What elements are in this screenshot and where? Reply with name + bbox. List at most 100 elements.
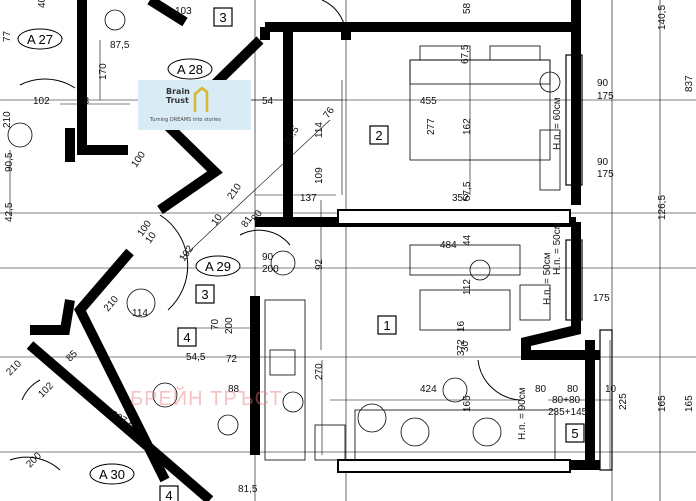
room-box-3b (195, 284, 215, 304)
dimension-label: 88 (228, 384, 240, 395)
dimension-label: 42,5 (4, 202, 15, 222)
hatched-wall (337, 209, 571, 473)
dimension-label: 210 (225, 181, 244, 201)
dimension-label: 210 (102, 294, 121, 314)
dimension-label: 48 (78, 96, 90, 107)
logo-brand-line1: Brain (166, 87, 190, 96)
dimension-label: 210 (2, 111, 13, 128)
windows (565, 54, 613, 471)
logo-brand-line2: Trust (166, 96, 189, 105)
furniture (7, 9, 561, 461)
dimension-label: 70 (210, 318, 221, 330)
dimension-label: 352 (452, 193, 469, 204)
dimension-label: 85 (64, 348, 80, 364)
dimension-label: 10 (209, 212, 225, 228)
room-number-3b: 3 (201, 287, 208, 302)
dimension-label: 92 (314, 258, 325, 270)
dimension-label: 114 (132, 308, 148, 319)
room-numbers: 3 2 3 1 4 5 4 (159, 7, 585, 501)
room-box-1 (377, 315, 397, 335)
brain-trust-logo: Brain Trust Turning DREAMS into stories (138, 80, 251, 130)
dimension-label: 175 (597, 169, 614, 180)
apartment-oval-a29 (195, 255, 241, 277)
dimension-label: 210 (4, 358, 24, 378)
apartment-label-a30: A 30 (99, 467, 125, 482)
dimension-label: 80 (535, 384, 547, 395)
dimension-label: 54,5 (186, 352, 206, 363)
room-number-1: 1 (383, 318, 390, 333)
dimension-label: 484 (440, 240, 457, 251)
dimension-label: 30 (460, 340, 471, 352)
dimension-label: 424 (420, 384, 437, 395)
dimension-label: 175 (593, 293, 610, 304)
apartment-label-a28: A 28 (177, 62, 203, 77)
dimension-label: 455 (420, 96, 437, 107)
dimension-label: 235+145 (548, 407, 588, 418)
room-number-4b: 4 (165, 488, 172, 501)
room-box-5 (565, 423, 585, 443)
note-1: Н.п. = 60см (552, 97, 563, 150)
dimension-label: 372 (456, 339, 467, 356)
dimension-label: 137 (300, 193, 317, 204)
note-4: Н.п. = 90см (517, 387, 528, 440)
dimension-label: 109 (314, 167, 325, 184)
dimension-label: 102 (177, 243, 196, 263)
room-box-4a (177, 327, 197, 347)
dimension-label: 77 (2, 30, 13, 42)
dimension-label: 81,5 (238, 484, 258, 495)
apartment-label-a29: A 29 (205, 259, 231, 274)
dimension-label: 170 (98, 63, 109, 80)
dimension-label: 76 (321, 105, 337, 121)
room-number-5: 5 (571, 426, 578, 441)
room-number-3a: 3 (219, 10, 226, 25)
dimension-label: 67,5 (460, 44, 471, 64)
dimension-label: 200 (224, 317, 235, 334)
dimension-label: 200 (24, 450, 44, 470)
apartment-oval-a27 (17, 28, 63, 50)
room-box-2 (369, 125, 389, 145)
dimension-label: 114 (314, 122, 325, 138)
dimension-label: 837 (684, 75, 695, 92)
dimension-label: 58 (462, 2, 473, 14)
dimension-label: 165 (462, 395, 473, 412)
dimension-label: 165 (684, 395, 695, 412)
dimension-label: 225 (618, 393, 629, 410)
dimension-label: 54 (262, 96, 274, 107)
logo-brand: Brain Trust (166, 87, 196, 105)
dimension-label: 100 (129, 149, 148, 169)
dimension-label: 200 (262, 264, 279, 275)
dimension-label: 44 (462, 234, 473, 246)
room-box-4b (159, 485, 179, 501)
dimension-label: 270 (314, 363, 325, 380)
dimension-label: 103 (175, 6, 192, 17)
dimension-label: 16 (456, 320, 467, 332)
dimension-label: 80+80 (552, 395, 581, 406)
dimension-label: 102 (36, 380, 56, 400)
dimension-label: 72 (226, 354, 238, 365)
door-swings (9, 0, 523, 471)
room-box-3a (213, 7, 233, 27)
dimension-label: 277 (426, 118, 437, 135)
apartment-oval-a30 (89, 463, 135, 485)
dimension-label: 90 (597, 78, 609, 89)
note-3: Н.п. = 50см (542, 252, 553, 305)
dimension-label: 102 (33, 96, 50, 107)
dimension-label: 162 (462, 118, 473, 135)
dimension-label: 80 (567, 384, 579, 395)
dimension-label: 402 (37, 0, 48, 8)
dimension-label: 112 (462, 279, 473, 295)
apartment-labels: A 27 A 28 A 29 A 30 (17, 28, 241, 485)
dimension-label: 90 (262, 252, 274, 263)
apartment-label-a27: A 27 (27, 32, 53, 47)
logo-tagline: Turning DREAMS into stories (150, 117, 221, 123)
note-2: Н.п. = 50см (552, 222, 563, 275)
dimension-label: 10 (605, 384, 617, 395)
logo-house-icon (193, 86, 209, 112)
installation-notes: Н.п. = 60см Н.п. = 50см Н.п. = 50см Н.п.… (517, 97, 563, 440)
dimension-label: 175 (597, 91, 614, 102)
dimension-label: 140,5 (657, 5, 668, 30)
dimension-label: 90,5 (4, 152, 15, 172)
